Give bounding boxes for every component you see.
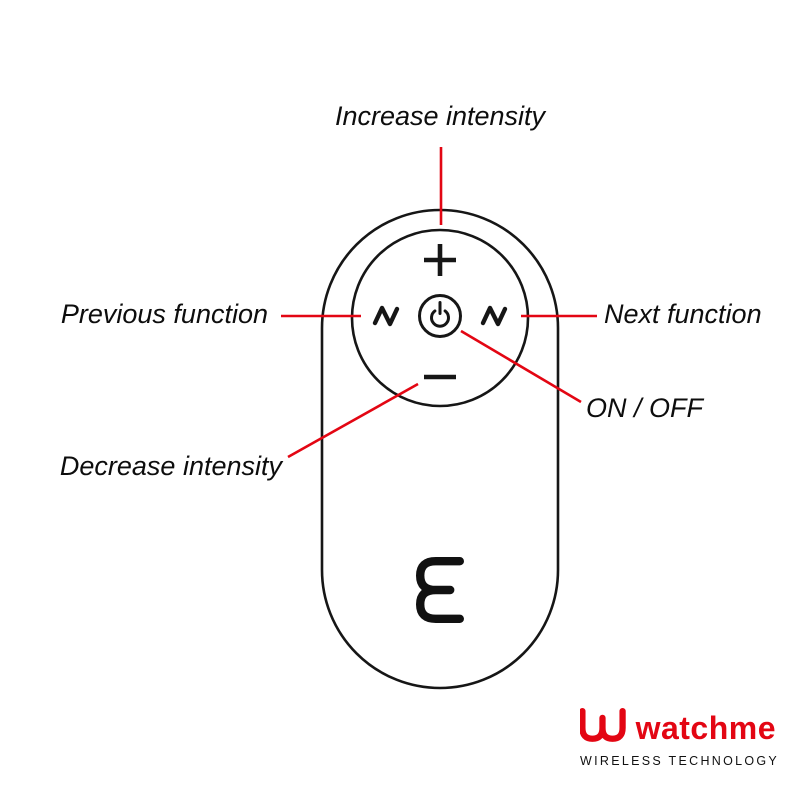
leader-line-onoff	[460, 329, 582, 404]
next-function-icon	[480, 305, 508, 327]
increase-intensity-label: Increase intensity	[334, 101, 546, 131]
remote-body	[320, 208, 560, 690]
next-function-label: Next function	[604, 299, 762, 329]
brand-logo-icon	[580, 708, 628, 748]
brand-tagline: WIRELESS TECHNOLOGY	[580, 754, 780, 768]
decrease-intensity-label: Decrease intensity	[59, 451, 282, 481]
prev-function-icon	[372, 305, 400, 327]
plus-icon	[424, 244, 456, 276]
on-off-label: ON / OFF	[586, 393, 703, 423]
leader-line-decrease	[287, 382, 419, 459]
power-icon	[418, 294, 462, 338]
brand-wordmark: watchme	[635, 709, 776, 746]
brand-block: watchme WIRELESS TECHNOLOGY	[580, 708, 780, 768]
control-ring	[350, 228, 530, 408]
previous-function-label: Previous function	[60, 299, 268, 329]
